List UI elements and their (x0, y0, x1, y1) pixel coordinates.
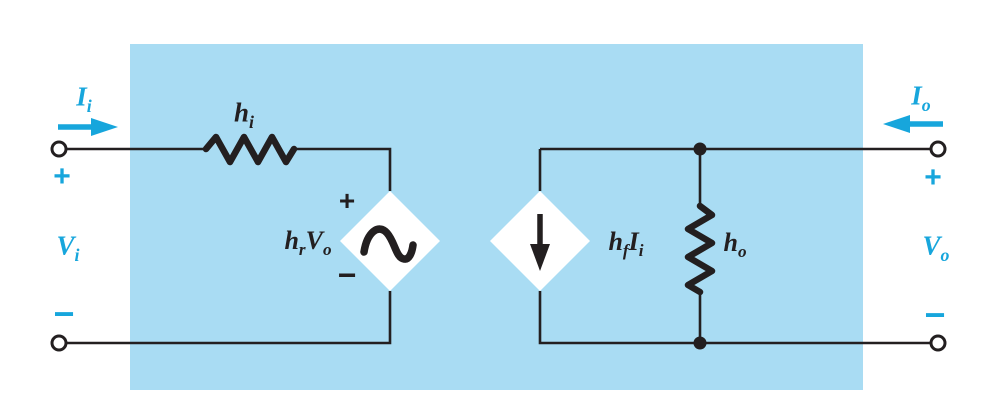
voltage-source-plus-sign: + (338, 185, 356, 216)
input-bottom-terminal-icon (50, 334, 68, 352)
voltage-source-base2: V (305, 226, 323, 255)
input-voltage-label: Vi (56, 230, 80, 264)
shunt-resistor-zigzag-icon (684, 202, 716, 296)
current-source-sub1: f (622, 241, 629, 261)
input-top-terminal-icon (50, 140, 68, 158)
voltage-source-label: hrVo (284, 226, 331, 259)
output-voltage-base: V (922, 230, 941, 261)
shunt-resistor-sub: o (737, 242, 747, 262)
output-bottom-terminal-icon (929, 334, 947, 352)
shunt-resistor-base: h (723, 228, 738, 257)
output-current-base: I (911, 80, 922, 111)
input-voltage-sub: i (74, 244, 80, 265)
current-source-base1: h (608, 227, 623, 256)
voltage-source-base1: h (284, 226, 299, 255)
output-current-label: Io (911, 80, 930, 114)
series-resistor-zigzag-icon (202, 133, 298, 166)
series-resistor-sub: i (249, 111, 254, 132)
input-minus-sign: − (53, 293, 75, 334)
top-junction-dot-icon (693, 142, 707, 156)
current-source-base2: I (628, 227, 639, 256)
input-plus-sign: + (53, 160, 71, 193)
sine-wave-icon (360, 225, 417, 263)
down-arrow-head (530, 244, 550, 271)
bottom-junction-dot-icon (693, 336, 707, 350)
input-current-label: Ii (76, 81, 91, 115)
input-current-arrow-head (91, 118, 118, 136)
voltage-source-minus-sign: − (337, 257, 357, 293)
down-arrow-icon (530, 214, 550, 271)
input-current-sub: i (86, 95, 92, 116)
output-current-arrow-icon (883, 115, 943, 133)
input-current-base: I (76, 81, 87, 112)
current-source-label: hfIi (608, 227, 643, 260)
current-source-sub2: i (638, 241, 644, 261)
output-voltage-sub: o (940, 244, 950, 265)
shunt-resistor-label: ho (723, 228, 746, 261)
output-plus-sign: + (924, 161, 942, 194)
input-corner-wire (294, 147, 392, 191)
output-minus-sign: − (924, 294, 946, 335)
input-voltage-base: V (56, 230, 75, 261)
series-resistor-label: hi (234, 97, 254, 131)
input-bottom-wire (66, 291, 392, 345)
highlight-region (130, 44, 863, 390)
output-current-sub: o (921, 94, 931, 115)
output-voltage-label: Vo (922, 230, 950, 264)
output-top-terminal-icon (929, 140, 947, 158)
series-resistor-base: h (234, 97, 250, 128)
voltage-source-sub2: o (322, 240, 332, 260)
input-current-arrow-icon (58, 118, 118, 136)
output-bottom-wire (538, 291, 931, 345)
voltage-source-sub1: r (298, 240, 306, 260)
output-current-arrow-head (883, 115, 910, 133)
